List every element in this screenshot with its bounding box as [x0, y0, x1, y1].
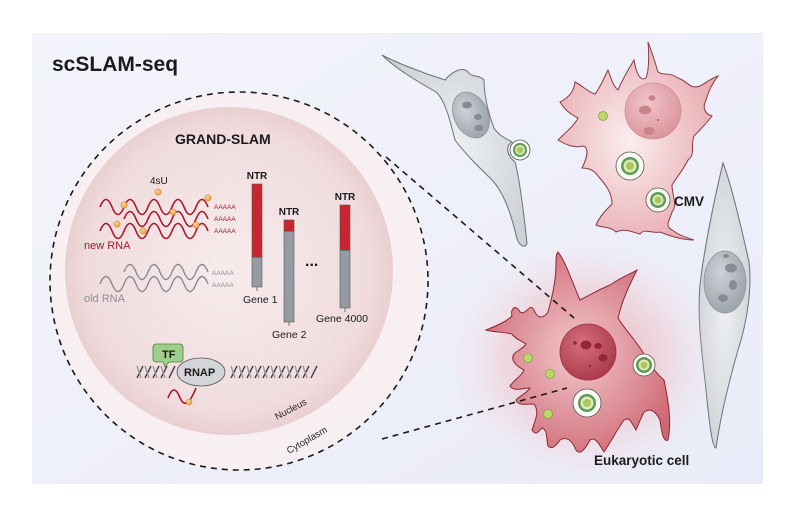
cmv-particle	[543, 409, 553, 419]
cmv-label: CMV	[674, 194, 704, 209]
eukaryotic-cell-nucleus	[559, 323, 617, 381]
cmv-virion	[632, 353, 656, 377]
old-rna-strand	[123, 263, 209, 281]
4su-label-dot	[154, 188, 162, 196]
4su-label-dot	[192, 221, 200, 229]
label-4su: 4sU	[150, 176, 168, 187]
4su-label-dot	[120, 201, 128, 209]
gene-label: Gene 1	[243, 294, 278, 306]
cmv-virion	[615, 151, 645, 181]
poly-a-tail: AAAAA	[214, 216, 236, 223]
poly-a-tail: AAAAA	[214, 204, 236, 211]
new-rna-group: 4sU AAAAA AAAAA AAAAA new RNA	[84, 176, 236, 252]
pink-cell-upper	[557, 41, 720, 241]
pink-cell-nucleus	[624, 82, 682, 140]
ntr-old-segment	[283, 230, 295, 323]
ntr-label: NTR	[279, 207, 300, 218]
dna-helix	[136, 365, 318, 379]
cmv-virion	[572, 388, 602, 418]
new-rna-strand	[99, 222, 209, 240]
cmv-particle	[598, 111, 608, 121]
4su-label-dot	[169, 208, 177, 216]
nucleus-region	[65, 107, 393, 435]
old-rna-group: AAAAA AAAAA old RNA	[84, 263, 234, 305]
ntr-old-segment	[251, 256, 263, 288]
4su-label-dot	[113, 220, 121, 228]
ntr-new-segment	[339, 204, 351, 251]
ntr-bar: NTR Gene 1	[243, 171, 278, 306]
old-rna-label: old RNA	[84, 293, 126, 305]
cmv-particle	[523, 353, 533, 363]
spindle-cell-nucleus	[703, 250, 747, 314]
ntr-new-segment	[283, 219, 295, 232]
eukaryotic-cell-label: Eukaryotic cell	[594, 453, 689, 468]
zoom-connector-bottom	[381, 387, 568, 440]
grand-slam-heading: GRAND-SLAM	[175, 131, 271, 147]
ntr-bar: NTR Gene 2	[272, 207, 307, 341]
gene-label: Gene 2	[272, 329, 307, 341]
tf-label: TF	[162, 349, 176, 361]
figure-title: scSLAM-seq	[52, 53, 178, 76]
rnap-label: RNAP	[184, 367, 215, 379]
zoom-connector-top	[385, 156, 575, 319]
ntr-label: NTR	[247, 171, 268, 182]
gene-label: Gene 4000	[316, 313, 368, 325]
ntr-bar: NTR Gene 4000	[316, 192, 368, 325]
tf-box: TF	[152, 343, 184, 368]
old-rna-strand	[99, 275, 209, 293]
new-rna-strand	[123, 210, 209, 228]
4su-label-dot	[185, 398, 193, 406]
ntr-new-segment	[251, 183, 263, 258]
rnap: RNAP	[176, 357, 226, 387]
cmv-virion	[645, 187, 671, 213]
nascent-rna	[167, 387, 197, 405]
ntr-bar-chart: NTR Gene 1 NTR Gene 2 NTR Gene 4000	[243, 171, 368, 341]
eukaryotic-cell	[450, 240, 720, 480]
zoom-outline	[49, 91, 429, 471]
ntr-old-segment	[339, 250, 351, 309]
transcription-group: TF RNAP	[136, 343, 318, 406]
poly-a-tail: AAAAA	[214, 228, 236, 235]
new-rna-strand	[99, 198, 209, 216]
4su-label-dot	[204, 194, 212, 202]
poly-a-tail: AAAAA	[212, 282, 234, 289]
new-rna-label: new RNA	[84, 240, 131, 252]
gray-cell-upper	[381, 54, 531, 247]
poly-a-tail: AAAAA	[212, 270, 234, 277]
cmv-virion	[509, 139, 531, 161]
ntr-label: NTR	[335, 192, 356, 203]
4su-label-dot	[139, 227, 147, 235]
cmv-particle	[545, 369, 555, 379]
ellipsis: ...	[305, 253, 318, 270]
